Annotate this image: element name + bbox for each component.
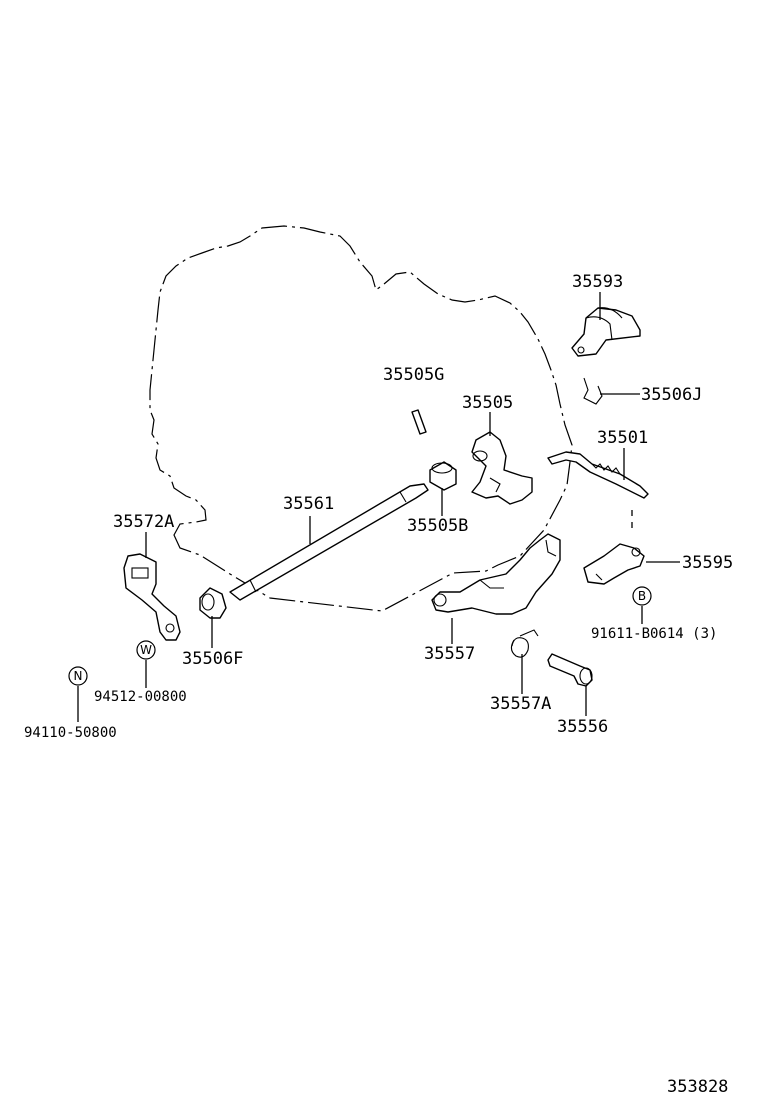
svg-text:N: N — [74, 669, 83, 683]
part-35506F-oil-seal — [199, 587, 227, 619]
marker-W-circle: W — [136, 640, 156, 660]
label-35505B: 35505B — [407, 516, 468, 536]
label-35505: 35505 — [462, 393, 513, 413]
label-94110-50800: 94110-50800 — [24, 725, 117, 741]
label-35506J: 35506J — [641, 385, 702, 405]
svg-text:W: W — [140, 643, 152, 657]
marker-B-circle: B — [632, 586, 652, 606]
label-35557A: 35557A — [490, 694, 551, 714]
label-35595: 35595 — [682, 553, 733, 573]
diagram-id: 353828 — [667, 1077, 728, 1097]
svg-text:B: B — [638, 589, 646, 603]
label-35561: 35561 — [283, 494, 334, 514]
label-91611-B0614: 91611-B0614 (3) — [591, 626, 717, 642]
label-94512-00800: 94512-00800 — [94, 689, 187, 705]
part-35561-shaft — [229, 483, 429, 601]
part-35505-lever — [471, 431, 533, 505]
transmission-case-outline — [149, 225, 573, 612]
part-35506J-clip — [583, 377, 603, 405]
marker-N-circle: N — [68, 666, 88, 686]
label-35593: 35593 — [572, 272, 623, 292]
label-35501: 35501 — [597, 428, 648, 448]
label-35506F: 35506F — [182, 649, 243, 669]
part-35505G-pin — [411, 409, 427, 435]
part-35557-lever — [431, 533, 561, 615]
part-35572A-bracket — [123, 553, 181, 641]
part-35556-pin — [547, 653, 593, 687]
part-35501-shaft — [547, 451, 649, 499]
part-35595-plate — [583, 543, 645, 585]
label-35556: 35556 — [557, 717, 608, 737]
label-35572A: 35572A — [113, 512, 174, 532]
part-35593-clamp — [571, 307, 641, 357]
part-35557A-spring — [510, 629, 539, 658]
label-35505G: 35505G — [383, 365, 444, 385]
label-35557: 35557 — [424, 644, 475, 664]
part-35505B-bushing — [429, 461, 457, 491]
